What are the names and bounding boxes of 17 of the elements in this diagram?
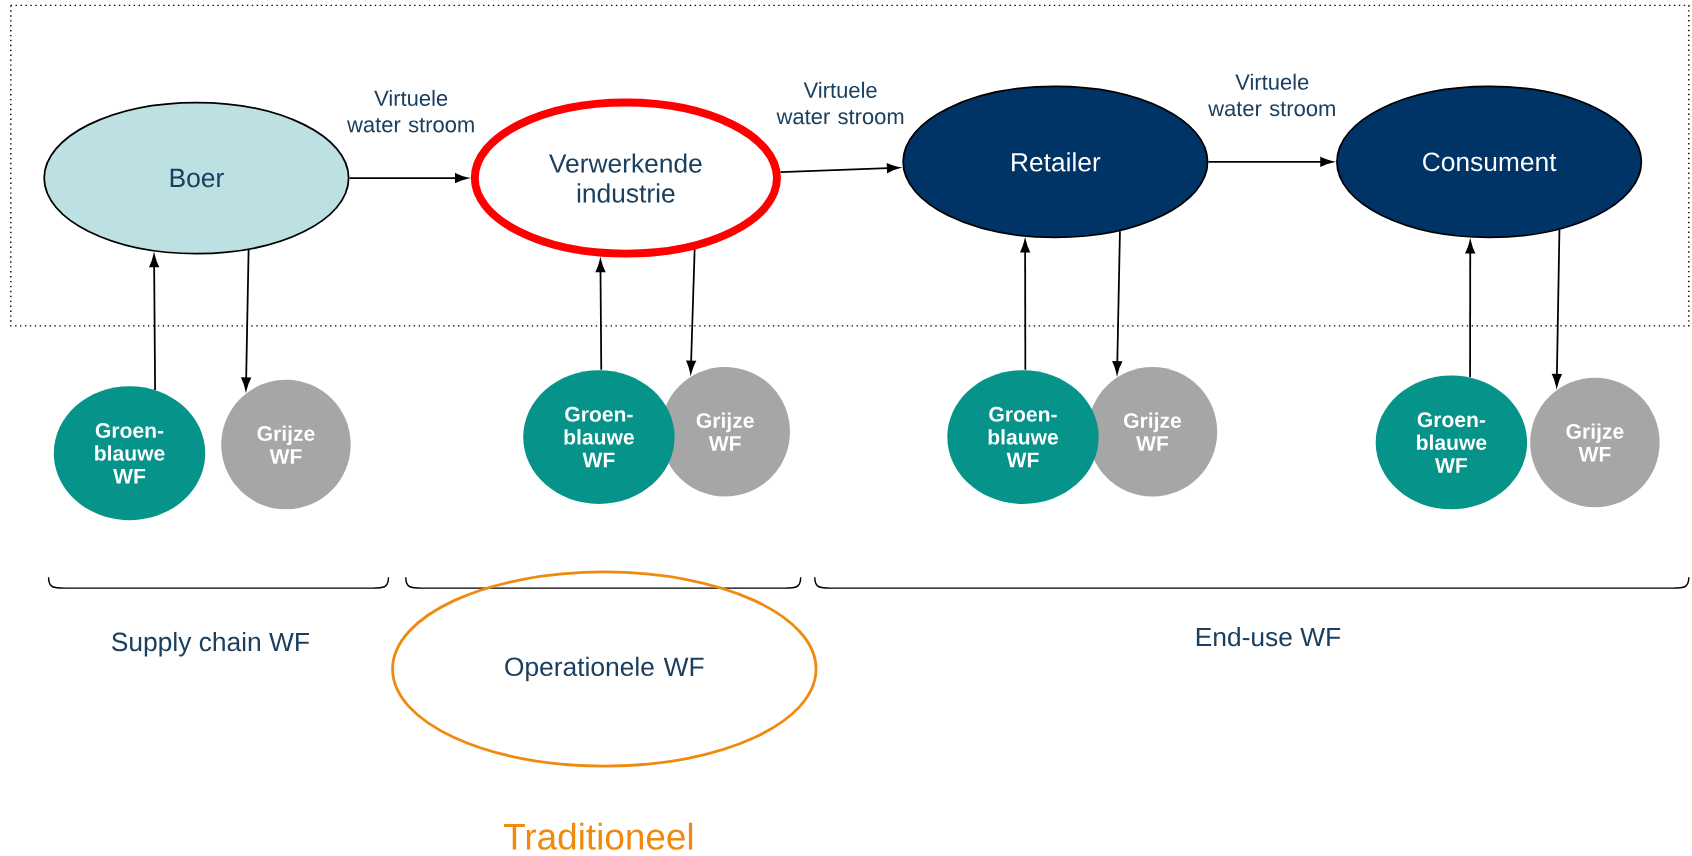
arrow xyxy=(1552,229,1562,387)
bracket-label: Supply chain WF xyxy=(112,632,309,657)
arrow xyxy=(241,249,251,391)
arrow xyxy=(1465,241,1475,379)
arrow xyxy=(348,173,468,183)
arrow xyxy=(595,259,606,371)
arrow xyxy=(149,254,159,391)
arrow xyxy=(1112,230,1122,374)
node-label: Traditioneel xyxy=(504,822,693,850)
bracket-label: End-use WF xyxy=(1196,627,1341,647)
arrow xyxy=(1020,240,1030,371)
ellipse-outline: Operationele WF xyxy=(391,570,818,768)
arrow xyxy=(686,248,696,374)
arrow xyxy=(779,163,900,174)
edge-label: Virtuele water stroom xyxy=(1208,73,1335,117)
ellipse-node: Consument xyxy=(1336,85,1643,239)
arrow xyxy=(1207,157,1333,167)
